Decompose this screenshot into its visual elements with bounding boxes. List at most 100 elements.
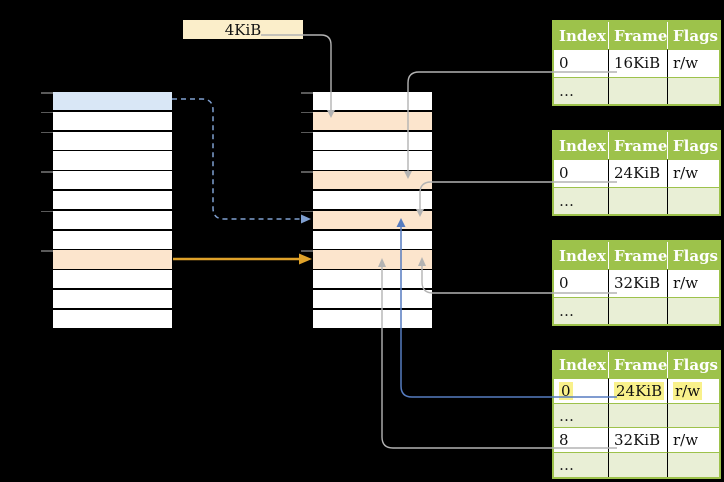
virtual-tick-2 [41,131,53,134]
physical-row-4 [313,171,432,190]
table-cell [608,452,667,477]
physical-row-5 [313,191,432,210]
physical-row-11 [313,309,432,329]
physical-row-9 [313,270,432,289]
physical-tick-2 [301,131,313,134]
table-cell: 0 [554,49,608,77]
column-header: Index [554,132,608,159]
virtual-row-11 [53,309,172,329]
column-header: Index [554,242,608,269]
page-table-4-row-1: … [554,402,719,428]
table-cell: 24KiB [608,378,667,403]
column-header: Frame [608,242,667,269]
table-cell [608,186,667,214]
physical-row-2 [313,131,432,150]
table-cell: 0 [554,159,608,187]
highlighted-value: r/w [673,381,703,400]
virtual-tick-1 [41,111,53,114]
page-table-2-row-1: … [554,186,719,214]
page-table-4-row-3: … [554,452,719,477]
column-header: Index [554,352,608,378]
page-table-1-row-1: … [554,76,719,104]
column-header: Flags [667,352,719,378]
column-header: Flags [667,132,719,159]
physical-row-10 [313,290,432,309]
table-cell [608,402,667,428]
table-cell [667,76,719,104]
table-cell: 0 [554,269,608,297]
table-cell [667,402,719,428]
virtual-row-6 [53,210,172,230]
column-header: Flags [667,242,719,269]
table-cell: … [554,402,608,428]
physical-row-8 [313,250,432,269]
table-cell: r/w [667,49,719,77]
connector-virtual0-to-frame6-dashed [172,98,311,224]
physical-row-6 [313,210,432,230]
table-cell [667,452,719,477]
table-cell [608,76,667,104]
table-cell [667,296,719,324]
virtual-row-1 [53,111,172,131]
column-header: Frame [608,132,667,159]
page-table-4-row-0: 0 24KiB r/w [554,378,719,403]
physical-tick-4 [301,171,313,173]
table-cell: r/w [667,427,719,453]
root-table-address-text: 4KiB [224,20,262,39]
table-cell: … [554,296,608,324]
virtual-tick-0 [41,92,53,94]
physical-tick-0 [301,92,313,94]
table-cell: 0 [554,378,608,403]
page-table-3-row-1: … [554,296,719,324]
virtual-tick-6 [41,210,53,213]
physical-row-0 [313,92,432,111]
virtual-tick-4 [41,171,53,173]
virtual-row-9 [53,270,172,289]
column-header: Flags [667,22,719,49]
column-header: Index [554,22,608,49]
physical-tick-1 [301,111,313,114]
virtual-row-8 [53,250,172,269]
virtual-row-10 [53,290,172,309]
virtual-row-0 [53,92,172,111]
physical-row-7 [313,230,432,249]
physical-row-3 [313,151,432,170]
table-cell: r/w [667,269,719,297]
virtual-row-4 [53,171,172,190]
table-cell [667,186,719,214]
virtual-row-3 [53,151,172,170]
virtual-row-5 [53,191,172,210]
virtual-tick-8 [41,250,53,252]
physical-row-1 [313,111,432,131]
physical-tick-6 [301,210,313,213]
table-cell [608,296,667,324]
highlighted-value: 0 [559,381,573,400]
table-cell: … [554,76,608,104]
table-cell: 32KiB [608,269,667,297]
table-cell: … [554,186,608,214]
column-header: Frame [608,352,667,378]
root-table-address-label: 4KiB [183,20,303,39]
virtual-row-7 [53,230,172,249]
table-cell: 16KiB [608,49,667,77]
table-cell: 8 [554,427,608,453]
column-header: Frame [608,22,667,49]
table-cell: r/w [667,159,719,187]
table-cell: r/w [667,378,719,403]
table-cell: 24KiB [608,159,667,187]
connector-virtual8-to-frame8-orange [173,253,312,265]
physical-tick-8 [301,250,313,252]
